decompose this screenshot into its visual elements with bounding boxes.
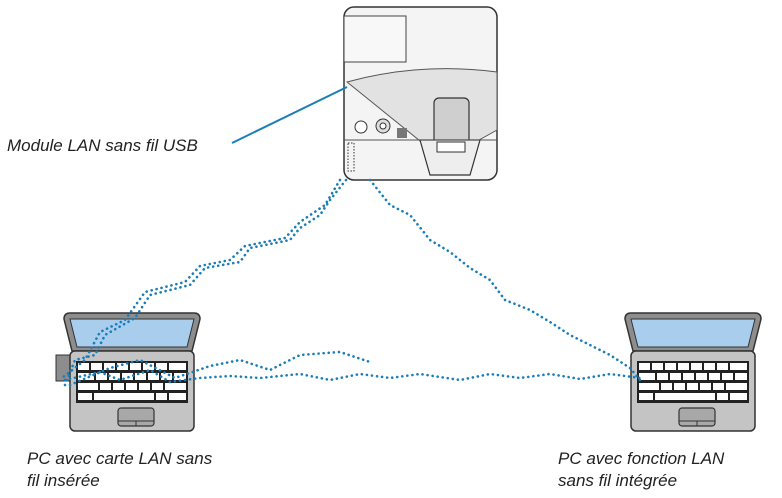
projector bbox=[343, 6, 498, 181]
label-pc-right-line1: PC avec fonction LAN bbox=[558, 449, 725, 468]
label-pc-left-line1: PC avec carte LAN sans bbox=[27, 449, 213, 468]
module-pointer-line bbox=[231, 86, 348, 144]
label-pc-right-line2: sans fil intégrée bbox=[558, 471, 678, 490]
wireless-link-projector-left bbox=[63, 178, 348, 387]
label-module: Module LAN sans fil USB bbox=[7, 136, 198, 155]
laptop-right bbox=[624, 312, 762, 432]
laptop-left bbox=[55, 312, 201, 432]
label-pc-left-line2: fil insérée bbox=[27, 471, 100, 490]
wireless-link-left-right bbox=[63, 368, 642, 384]
wireless-link-projector-right bbox=[368, 178, 642, 382]
wireless-link-projector-left-2 bbox=[60, 178, 342, 380]
